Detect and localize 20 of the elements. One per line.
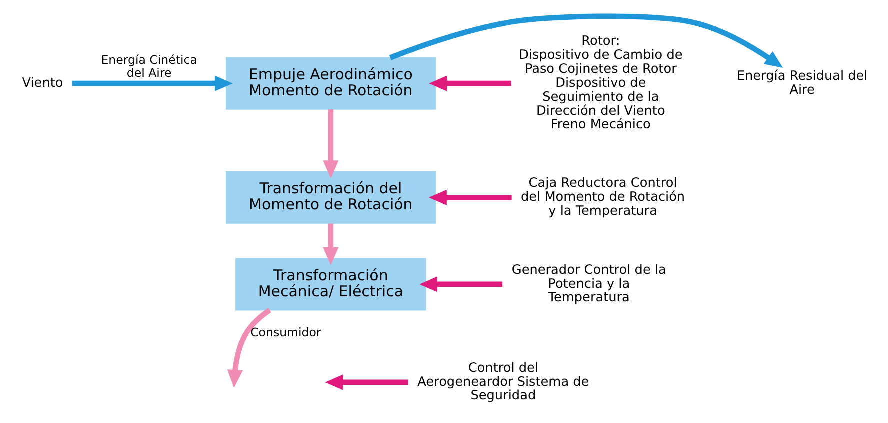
edge-label: Consumidor [250,325,321,340]
arrow [324,374,408,390]
arrow [226,308,271,388]
arrow [419,276,502,292]
arrow [428,75,511,91]
arrow [428,189,512,206]
arrow [322,109,338,178]
node-text: Energía Residual del Aire [736,68,868,98]
arrow [72,75,232,91]
node-text: Viento [22,75,63,90]
edge-label: Energía Cinética del Aire [100,52,197,80]
node-box: Empuje Aerodinámico Momento de Rotación [225,56,436,110]
arrow [388,13,782,68]
node-text: Control del Aerogeneardor Sistema de Seguridad [417,360,589,404]
node-box: Transformación del Momento de Rotación [225,170,436,224]
node-box: Transformación Mecánica/ Eléctrica [235,258,426,310]
arrow [322,223,338,265]
node-text: Caja Reductora Control del Momento de Rotación y la Temperatura [520,176,685,218]
node-text: Generador Control de la Potencia y la Temperatura [511,262,666,306]
node-text: Rotor: Dispositivo de Cambio de Paso Cojinetes de Rotor Dispositivo de Seguimiento de la Dirección del Viento Freno Mecánico [518,34,682,132]
